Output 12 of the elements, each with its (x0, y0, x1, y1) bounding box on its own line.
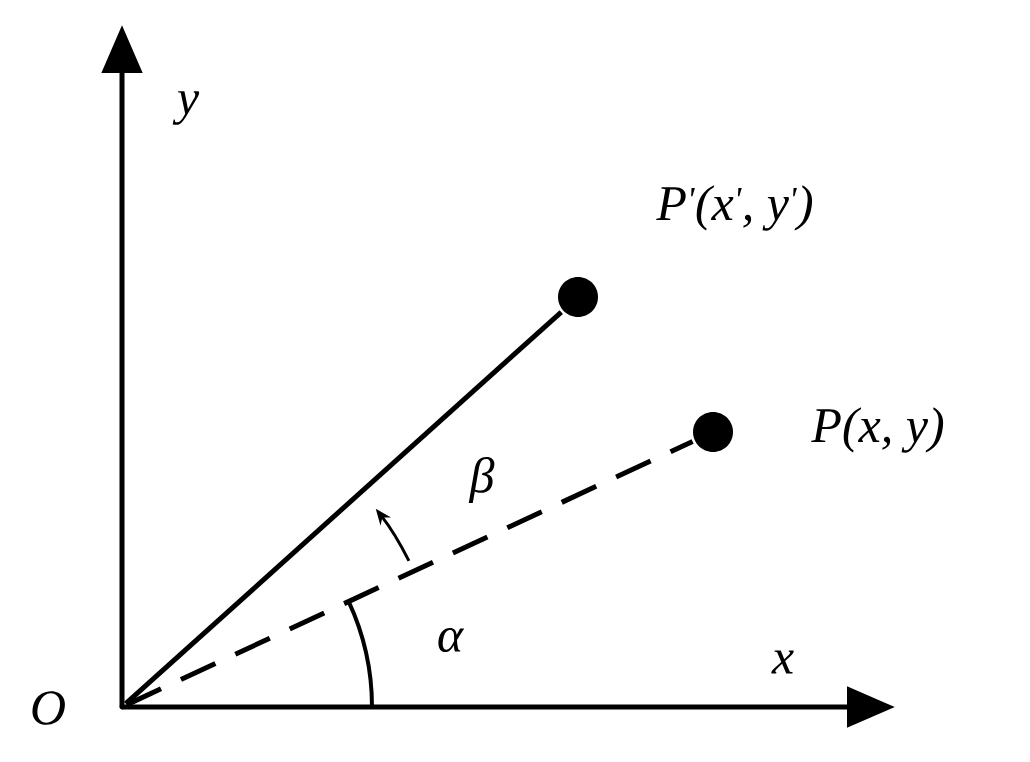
line-segment (124, 310, 563, 706)
point-dot (693, 412, 733, 452)
point-label: P$^{'}$(x$^{'}$, y$^{'}$) (656, 185, 813, 231)
axis-label: x (771, 650, 794, 674)
origin-point (119, 704, 125, 710)
angle-label: β (468, 457, 495, 503)
point-dot (558, 277, 598, 317)
point-label: O (32, 691, 65, 725)
axis-label: y (172, 91, 200, 125)
point-label: P(x, y) (811, 407, 944, 453)
line-segment (125, 439, 694, 708)
angle-label: α (438, 627, 464, 653)
